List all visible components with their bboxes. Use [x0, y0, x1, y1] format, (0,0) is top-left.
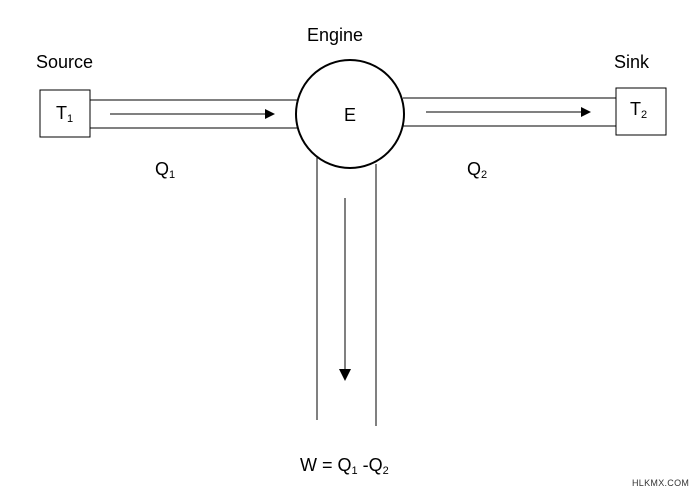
- engine-title: Engine: [307, 25, 364, 45]
- t2-sub: 2: [641, 109, 648, 121]
- q1-base: Q: [155, 159, 170, 179]
- sink-label: Sink: [614, 52, 650, 72]
- sink-box: [615, 87, 667, 136]
- work-equation: W = Q1 -Q2: [300, 456, 389, 477]
- q2-label: Q2: [467, 160, 487, 181]
- work-sub2: 2: [382, 465, 389, 477]
- work-mid: -Q: [357, 455, 383, 475]
- t1-label: T1: [56, 104, 73, 125]
- source-box: [39, 89, 91, 138]
- q1-label: Q1: [155, 160, 175, 181]
- q2-base: Q: [467, 159, 482, 179]
- engine-symbol: E: [344, 105, 357, 125]
- t1-sub: 1: [67, 113, 74, 125]
- watermark: HLKMX.COM: [632, 478, 690, 488]
- engine-circle: [295, 59, 405, 169]
- q2-sub: 2: [481, 169, 488, 181]
- work-sub1: 1: [351, 465, 358, 477]
- t1-base: T: [56, 103, 67, 123]
- t2-base: T: [630, 99, 641, 119]
- q1-sub: 1: [169, 169, 176, 181]
- source-label: Source: [36, 52, 94, 72]
- t2-label: T2: [630, 100, 647, 121]
- work-prefix: W = Q: [300, 455, 352, 475]
